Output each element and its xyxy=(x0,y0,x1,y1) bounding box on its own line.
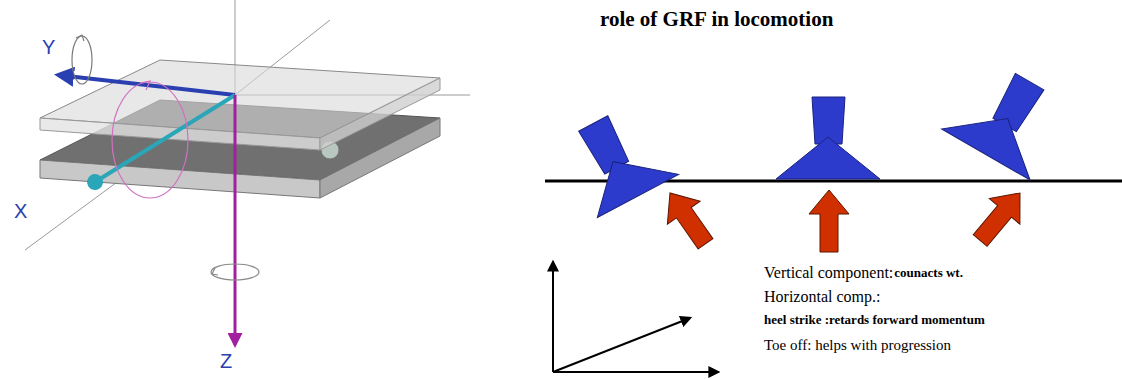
axis-label: Y xyxy=(42,36,55,58)
foot-midstance xyxy=(776,97,880,179)
reference-axes xyxy=(25,0,470,250)
x-axis xyxy=(95,95,235,182)
diagram-title: role of GRF in locomotion xyxy=(600,8,833,31)
axis-label: X xyxy=(14,200,27,222)
grf-arrow-mid xyxy=(809,190,849,252)
foot-toe-off xyxy=(942,55,1073,180)
z-axis xyxy=(234,95,237,345)
caption-text: heel strike :retards forward momentum xyxy=(764,313,985,327)
caption-text: Toe off: helps with progression xyxy=(764,337,951,354)
caption-text: Vertical component: xyxy=(764,264,893,282)
foot-heel-strike xyxy=(557,99,678,217)
caption-text: Horizontal comp.: xyxy=(764,288,880,306)
caption-text: counacts wt. xyxy=(894,266,963,280)
y-axis xyxy=(58,75,235,95)
force-plate-top xyxy=(40,60,440,150)
axis-label: Z xyxy=(220,350,232,372)
rotation-arrows xyxy=(72,35,259,280)
grf-arrow-toe xyxy=(965,180,1035,253)
coordinate-axes xyxy=(553,262,718,372)
grf-arrow-heel xyxy=(654,182,722,256)
